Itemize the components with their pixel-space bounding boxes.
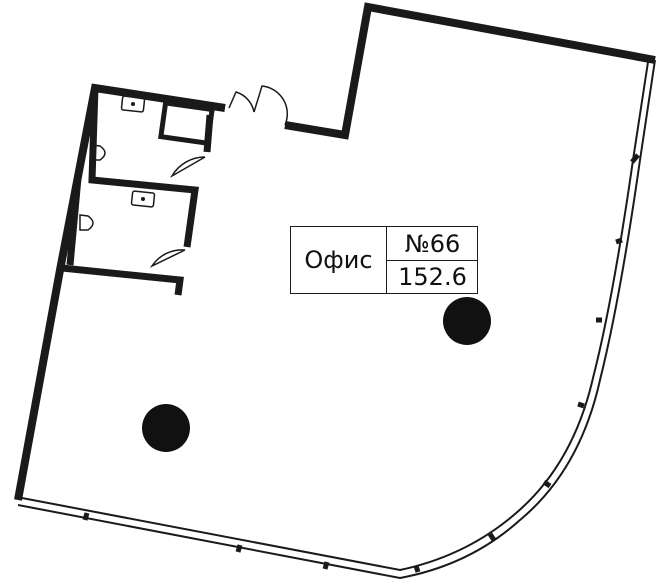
sink-drain-icon bbox=[131, 102, 135, 106]
room-area: 152.6 bbox=[386, 260, 478, 293]
column-icon bbox=[142, 404, 190, 452]
facade-mullions bbox=[82, 153, 640, 573]
toilet-icon bbox=[79, 214, 94, 231]
glazed-facade-outer bbox=[17, 59, 656, 580]
bathroom-walls bbox=[61, 87, 214, 296]
entrance-door bbox=[228, 85, 289, 126]
sink-drain-icon bbox=[141, 197, 145, 201]
sink-icon bbox=[130, 190, 156, 208]
bathroom-door-2 bbox=[149, 249, 186, 268]
room-name: Офис bbox=[304, 246, 373, 274]
service-shaft bbox=[158, 100, 215, 146]
bathroom-door-1 bbox=[169, 156, 206, 179]
column-icon bbox=[443, 297, 491, 345]
glazed-facade-inner bbox=[21, 61, 649, 572]
sink-icon bbox=[120, 95, 146, 113]
room-number: №66 bbox=[386, 227, 478, 261]
exterior-wall-east bbox=[284, 2, 656, 140]
toilet-icon bbox=[91, 144, 106, 161]
room-label: Офис №66 152.6 bbox=[290, 226, 478, 294]
exterior-wall bbox=[14, 83, 226, 501]
